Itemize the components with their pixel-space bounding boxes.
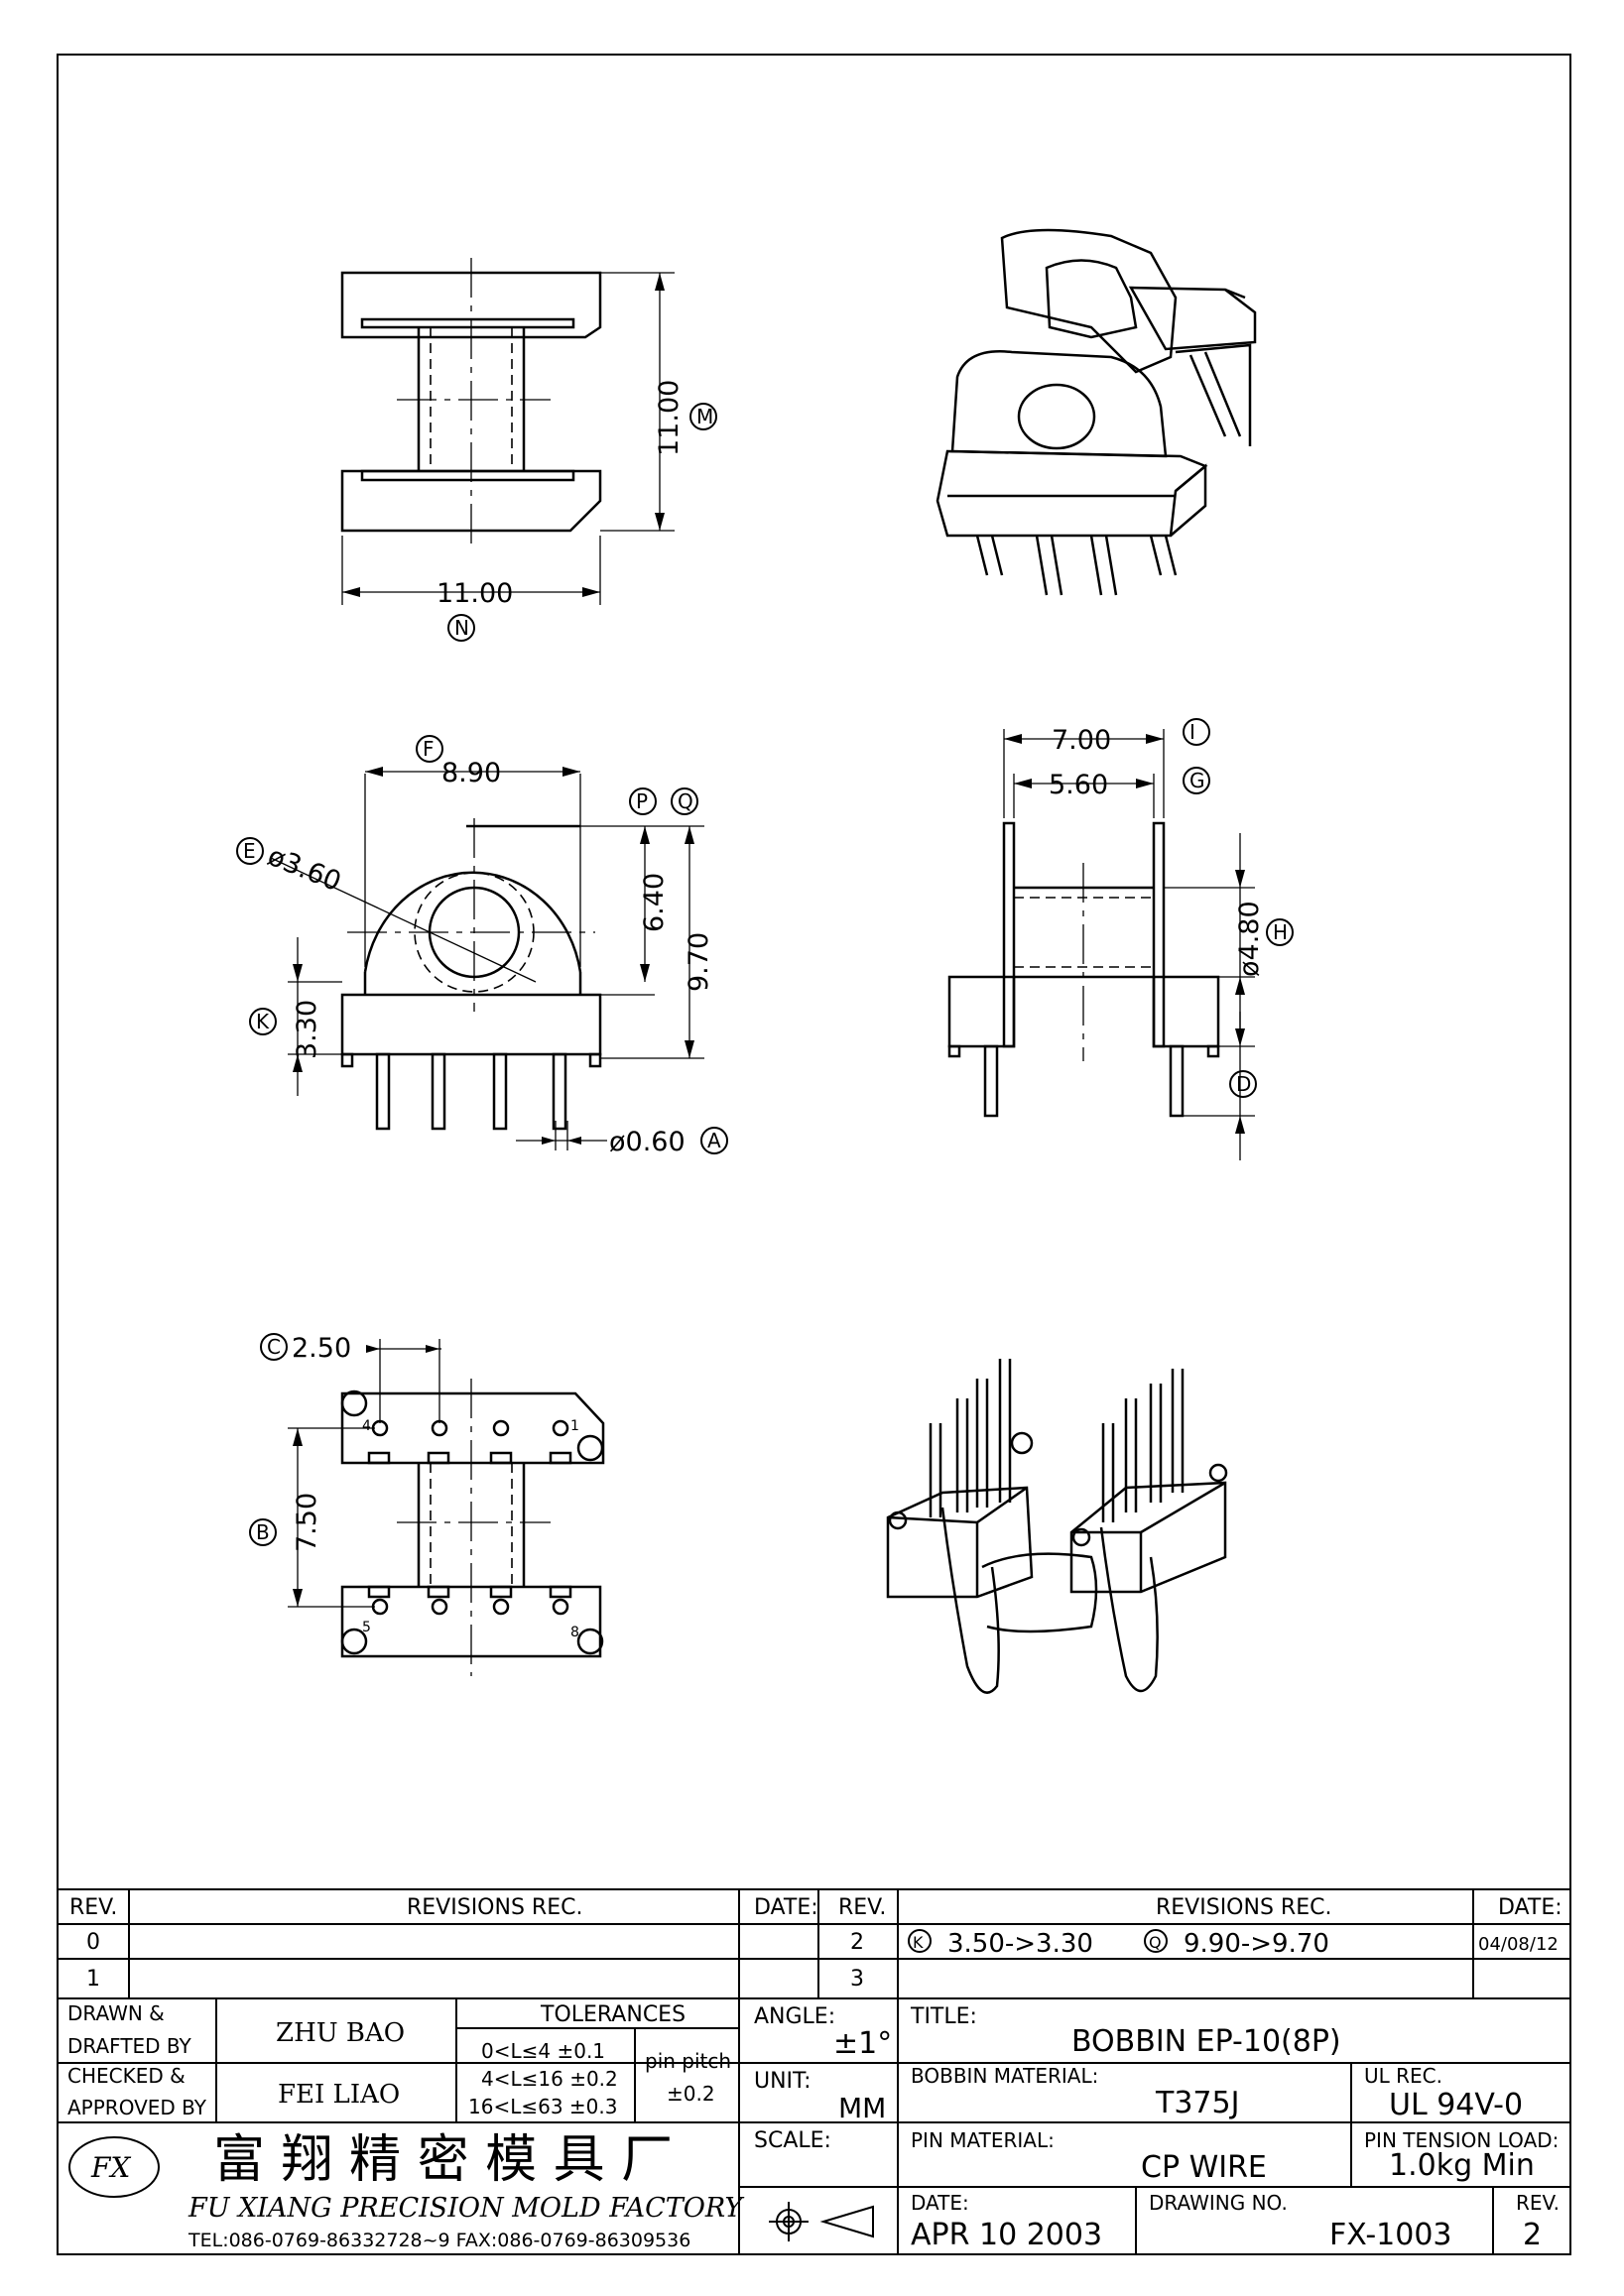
revisions-header-left: REVISIONS REC. — [407, 1895, 582, 1920]
rev-row-3: 3 — [850, 1967, 864, 1992]
rev-row-2: 2 — [850, 1930, 864, 1955]
drawn-label-2: DRAFTED BY — [67, 2034, 192, 2058]
top-view — [340, 258, 717, 642]
pin-label-5: 5 — [362, 1620, 371, 1635]
bobbin-material-label: BOBBIN MATERIAL: — [911, 2064, 1098, 2088]
rev-value: 2 — [1523, 2218, 1542, 2252]
marker-e: E — [243, 839, 256, 863]
rev-row-1: 1 — [86, 1967, 100, 1992]
ul-rec-label: UL REC. — [1364, 2064, 1442, 2088]
tolerance-3: 16<L≤63 ±0.3 — [468, 2095, 617, 2118]
company-logo — [68, 2136, 160, 2198]
date-label: DATE: — [911, 2191, 969, 2215]
dim-c-pitch: 2.50 — [292, 1333, 351, 1364]
marker-p: P — [636, 789, 648, 813]
marker-c: C — [267, 1335, 281, 1359]
drawn-by: ZHU BAO — [276, 2018, 405, 2048]
date-header-left: DATE: — [754, 1895, 818, 1920]
unit-value: MM — [838, 2092, 886, 2124]
unit-label: UNIT: — [754, 2069, 811, 2094]
dim-q-height: 9.70 — [684, 932, 714, 992]
revision-marker-k: K — [913, 1933, 924, 1952]
pin-label-1: 1 — [570, 1418, 579, 1434]
marker-f: F — [423, 737, 435, 761]
company-contact: TEL:086-0769-86332728~9 FAX:086-0769-863… — [187, 2230, 690, 2251]
marker-q: Q — [678, 789, 693, 813]
revision-marker-q: Q — [1149, 1933, 1162, 1952]
tolerances-label: TOLERANCES — [540, 2002, 686, 2027]
checked-label-1: CHECKED & — [67, 2064, 186, 2088]
marker-d: D — [1236, 1072, 1251, 1096]
title-block — [58, 1888, 1570, 2254]
isometric-view-top — [936, 228, 1257, 596]
isometric-view-bottom — [886, 1359, 1228, 1694]
dim-p-height: 6.40 — [639, 873, 670, 932]
marker-n: N — [454, 616, 469, 640]
pin-label-8: 8 — [570, 1625, 579, 1640]
revision-2-q-change: 9.90->9.70 — [1184, 1929, 1329, 1959]
marker-b: B — [256, 1520, 270, 1544]
pin-tension-label: PIN TENSION LOAD: — [1364, 2128, 1559, 2152]
front-view — [236, 735, 728, 1154]
dim-k-height: 3.30 — [292, 1000, 322, 1059]
dim-g-width: 5.60 — [1049, 770, 1108, 800]
scale-label: SCALE: — [754, 2128, 831, 2153]
dim-i-width: 7.00 — [1052, 725, 1111, 756]
rev-label: REV. — [1516, 2191, 1560, 2215]
marker-g: G — [1189, 769, 1205, 792]
revision-2-k-change: 3.50->3.30 — [947, 1929, 1093, 1959]
angle-value: ±1° — [833, 2026, 892, 2061]
marker-i: I — [1189, 720, 1195, 744]
pin-pitch-tolerance: ±0.2 — [667, 2082, 715, 2106]
date-value: APR 10 2003 — [911, 2218, 1102, 2252]
marker-h: H — [1273, 920, 1288, 944]
dim-m-height: 11.00 — [654, 380, 685, 456]
marker-a: A — [707, 1129, 721, 1152]
pin-tension-value: 1.0kg Min — [1389, 2148, 1535, 2183]
dim-h-diameter: ø4.80 — [1234, 901, 1265, 977]
drawing-no-value: FX-1003 — [1329, 2218, 1452, 2252]
tolerance-1: 0<L≤4 ±0.1 — [481, 2039, 605, 2063]
rev-header-left: REV. — [69, 1895, 117, 1920]
rev-header-right: REV. — [838, 1895, 886, 1920]
bobbin-material-value: T375J — [1155, 2086, 1239, 2120]
pin-material-label: PIN MATERIAL: — [911, 2128, 1055, 2152]
checked-by: FEI LIAO — [278, 2080, 400, 2110]
marker-m: M — [696, 405, 713, 428]
company-name-cn: 富 翔 精 密 模 具 厂 — [213, 2130, 673, 2190]
dim-b-span: 7.50 — [292, 1493, 322, 1552]
marker-k: K — [256, 1010, 270, 1033]
date-header-right: DATE: — [1498, 1895, 1562, 1920]
revisions-header-right: REVISIONS REC. — [1156, 1895, 1331, 1920]
pin-pitch-label: pin pitch — [645, 2049, 731, 2073]
revision-2-date: 04/08/12 — [1478, 1934, 1559, 1955]
angle-label: ANGLE: — [754, 2004, 835, 2029]
sheet-border — [57, 54, 1571, 2255]
ul-rec-value: UL 94V-0 — [1389, 2088, 1523, 2122]
logo-text: FX — [90, 2151, 131, 2184]
checked-label-2: APPROVED BY — [67, 2096, 207, 2119]
title-label: TITLE: — [910, 2004, 977, 2029]
tolerance-2: 4<L≤16 ±0.2 — [481, 2067, 618, 2091]
pin-label-4: 4 — [362, 1418, 371, 1434]
dim-f-width: 8.90 — [441, 758, 501, 788]
dim-e-diameter: ø3.60 — [263, 841, 345, 898]
drawing-title: BOBBIN EP-10(8P) — [1071, 2024, 1341, 2059]
side-view — [947, 718, 1294, 1160]
drawing-no-label: DRAWING NO. — [1149, 2191, 1288, 2215]
dim-n-width: 11.00 — [437, 578, 513, 609]
drawn-label-1: DRAWN & — [67, 2001, 165, 2025]
rev-row-0: 0 — [86, 1930, 100, 1955]
company-name-en: FU XIANG PRECISION MOLD FACTORY — [187, 2193, 744, 2224]
dim-a-pin: ø0.60 — [609, 1127, 686, 1157]
pin-material-value: CP WIRE — [1141, 2150, 1267, 2185]
